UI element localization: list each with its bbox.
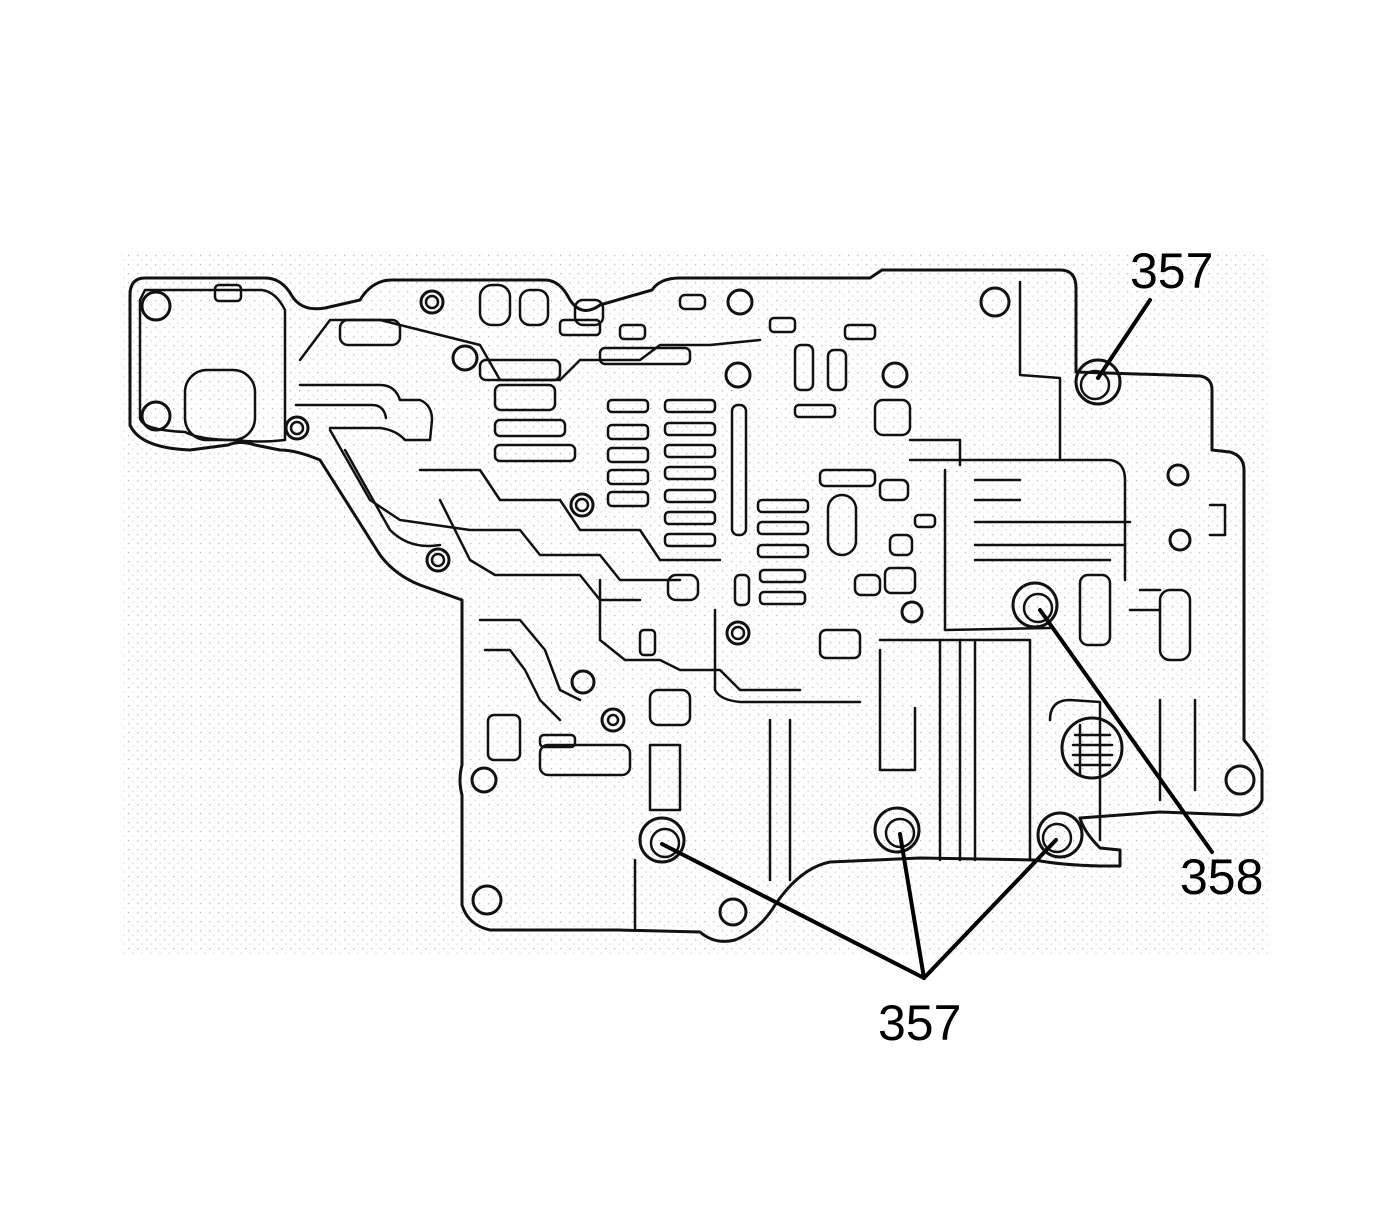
bolt-hole: [979, 286, 1011, 318]
bolt-hole: [718, 897, 748, 927]
fluid-passages: [183, 283, 877, 602]
callout-358: 358: [1180, 849, 1263, 905]
bolt-hole: [1168, 528, 1192, 552]
bolt-hole: [570, 669, 596, 695]
bolt-hole: [724, 361, 752, 389]
bolt-hole: [419, 289, 445, 315]
bolt-hole: [1166, 463, 1190, 487]
seal-357-bottom-middle: [873, 806, 921, 854]
callout-357-bottom: 357: [878, 995, 961, 1051]
leader-line: [922, 838, 1058, 980]
seal-358: [1011, 581, 1059, 629]
bolt-hole: [1224, 764, 1256, 796]
right-side-bores: [633, 280, 1227, 930]
bolt-hole: [600, 707, 626, 733]
bolt-hole: [881, 361, 909, 389]
bolt-hole: [471, 884, 503, 916]
bolt-hole: [470, 766, 498, 794]
bolt-hole: [284, 415, 310, 441]
leader-line: [1096, 298, 1152, 380]
bolt-holes: [140, 286, 1256, 927]
spool-bores: [478, 343, 937, 777]
bolt-hole: [140, 400, 172, 432]
bolt-hole: [900, 600, 924, 624]
seal-357-bottom-right: [1036, 811, 1084, 859]
bolt-hole: [569, 492, 595, 518]
seal-357-top-right: [1074, 358, 1122, 406]
leader-line: [660, 842, 926, 980]
threaded-plug: [1060, 716, 1124, 780]
callout-357-top: 357: [1130, 243, 1213, 299]
bolt-hole: [425, 547, 451, 573]
bolt-hole: [451, 344, 479, 372]
leader-line: [1038, 608, 1214, 854]
bolt-hole: [726, 288, 754, 316]
seal-357-bottom-left: [638, 816, 686, 864]
leader-line: [898, 832, 926, 980]
bolt-hole: [725, 620, 751, 646]
bolt-hole: [140, 290, 172, 322]
